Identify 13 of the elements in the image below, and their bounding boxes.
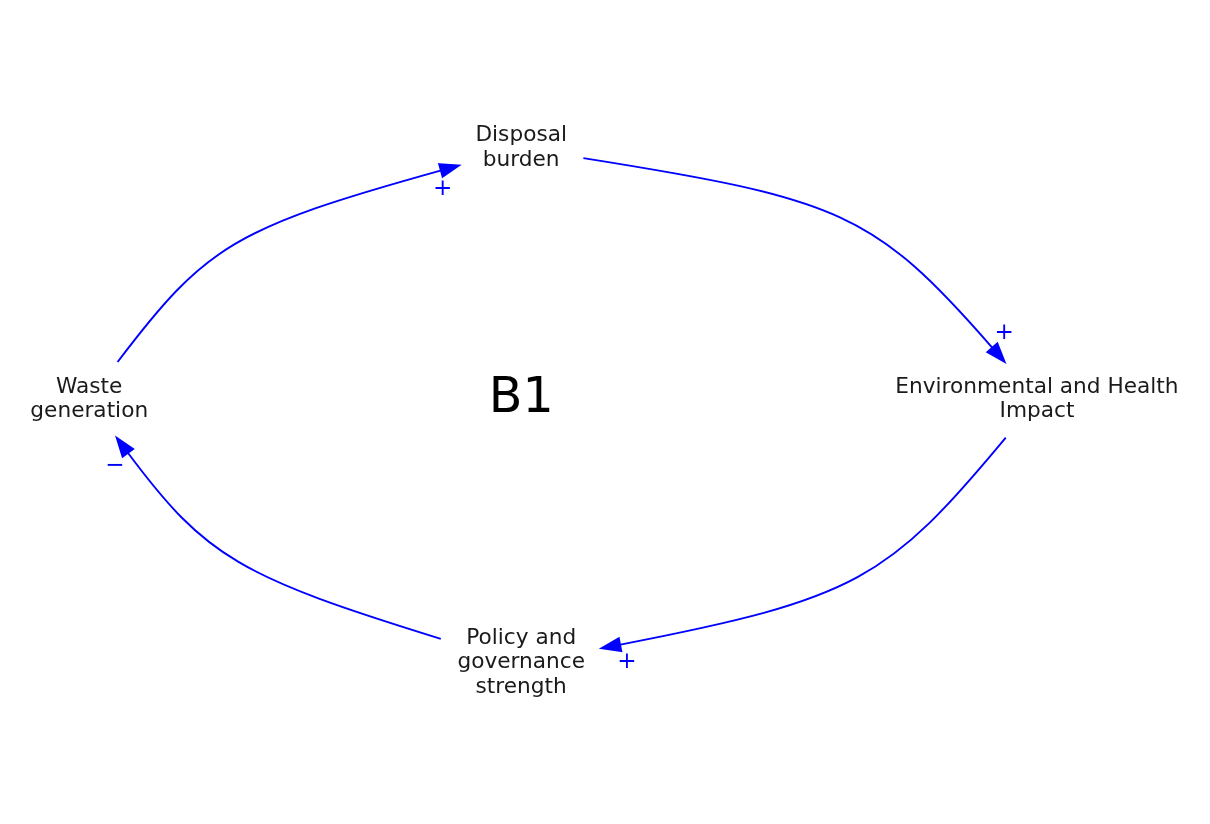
edge-label: + bbox=[994, 317, 1014, 344]
node-text: Environmental and Health Impact bbox=[895, 372, 1179, 423]
arrow bbox=[115, 435, 442, 640]
node-text: Disposal burden bbox=[475, 121, 567, 171]
node-text: Policy and governance strength bbox=[457, 623, 586, 698]
edge-label: + bbox=[617, 646, 637, 673]
label: B1 bbox=[488, 366, 554, 425]
edge-label: − bbox=[105, 451, 125, 478]
arrow bbox=[116, 163, 462, 363]
arrow bbox=[598, 436, 1007, 653]
edge-label: + bbox=[432, 173, 453, 200]
node-text: Waste generation bbox=[30, 372, 149, 423]
arrow bbox=[582, 157, 1007, 365]
